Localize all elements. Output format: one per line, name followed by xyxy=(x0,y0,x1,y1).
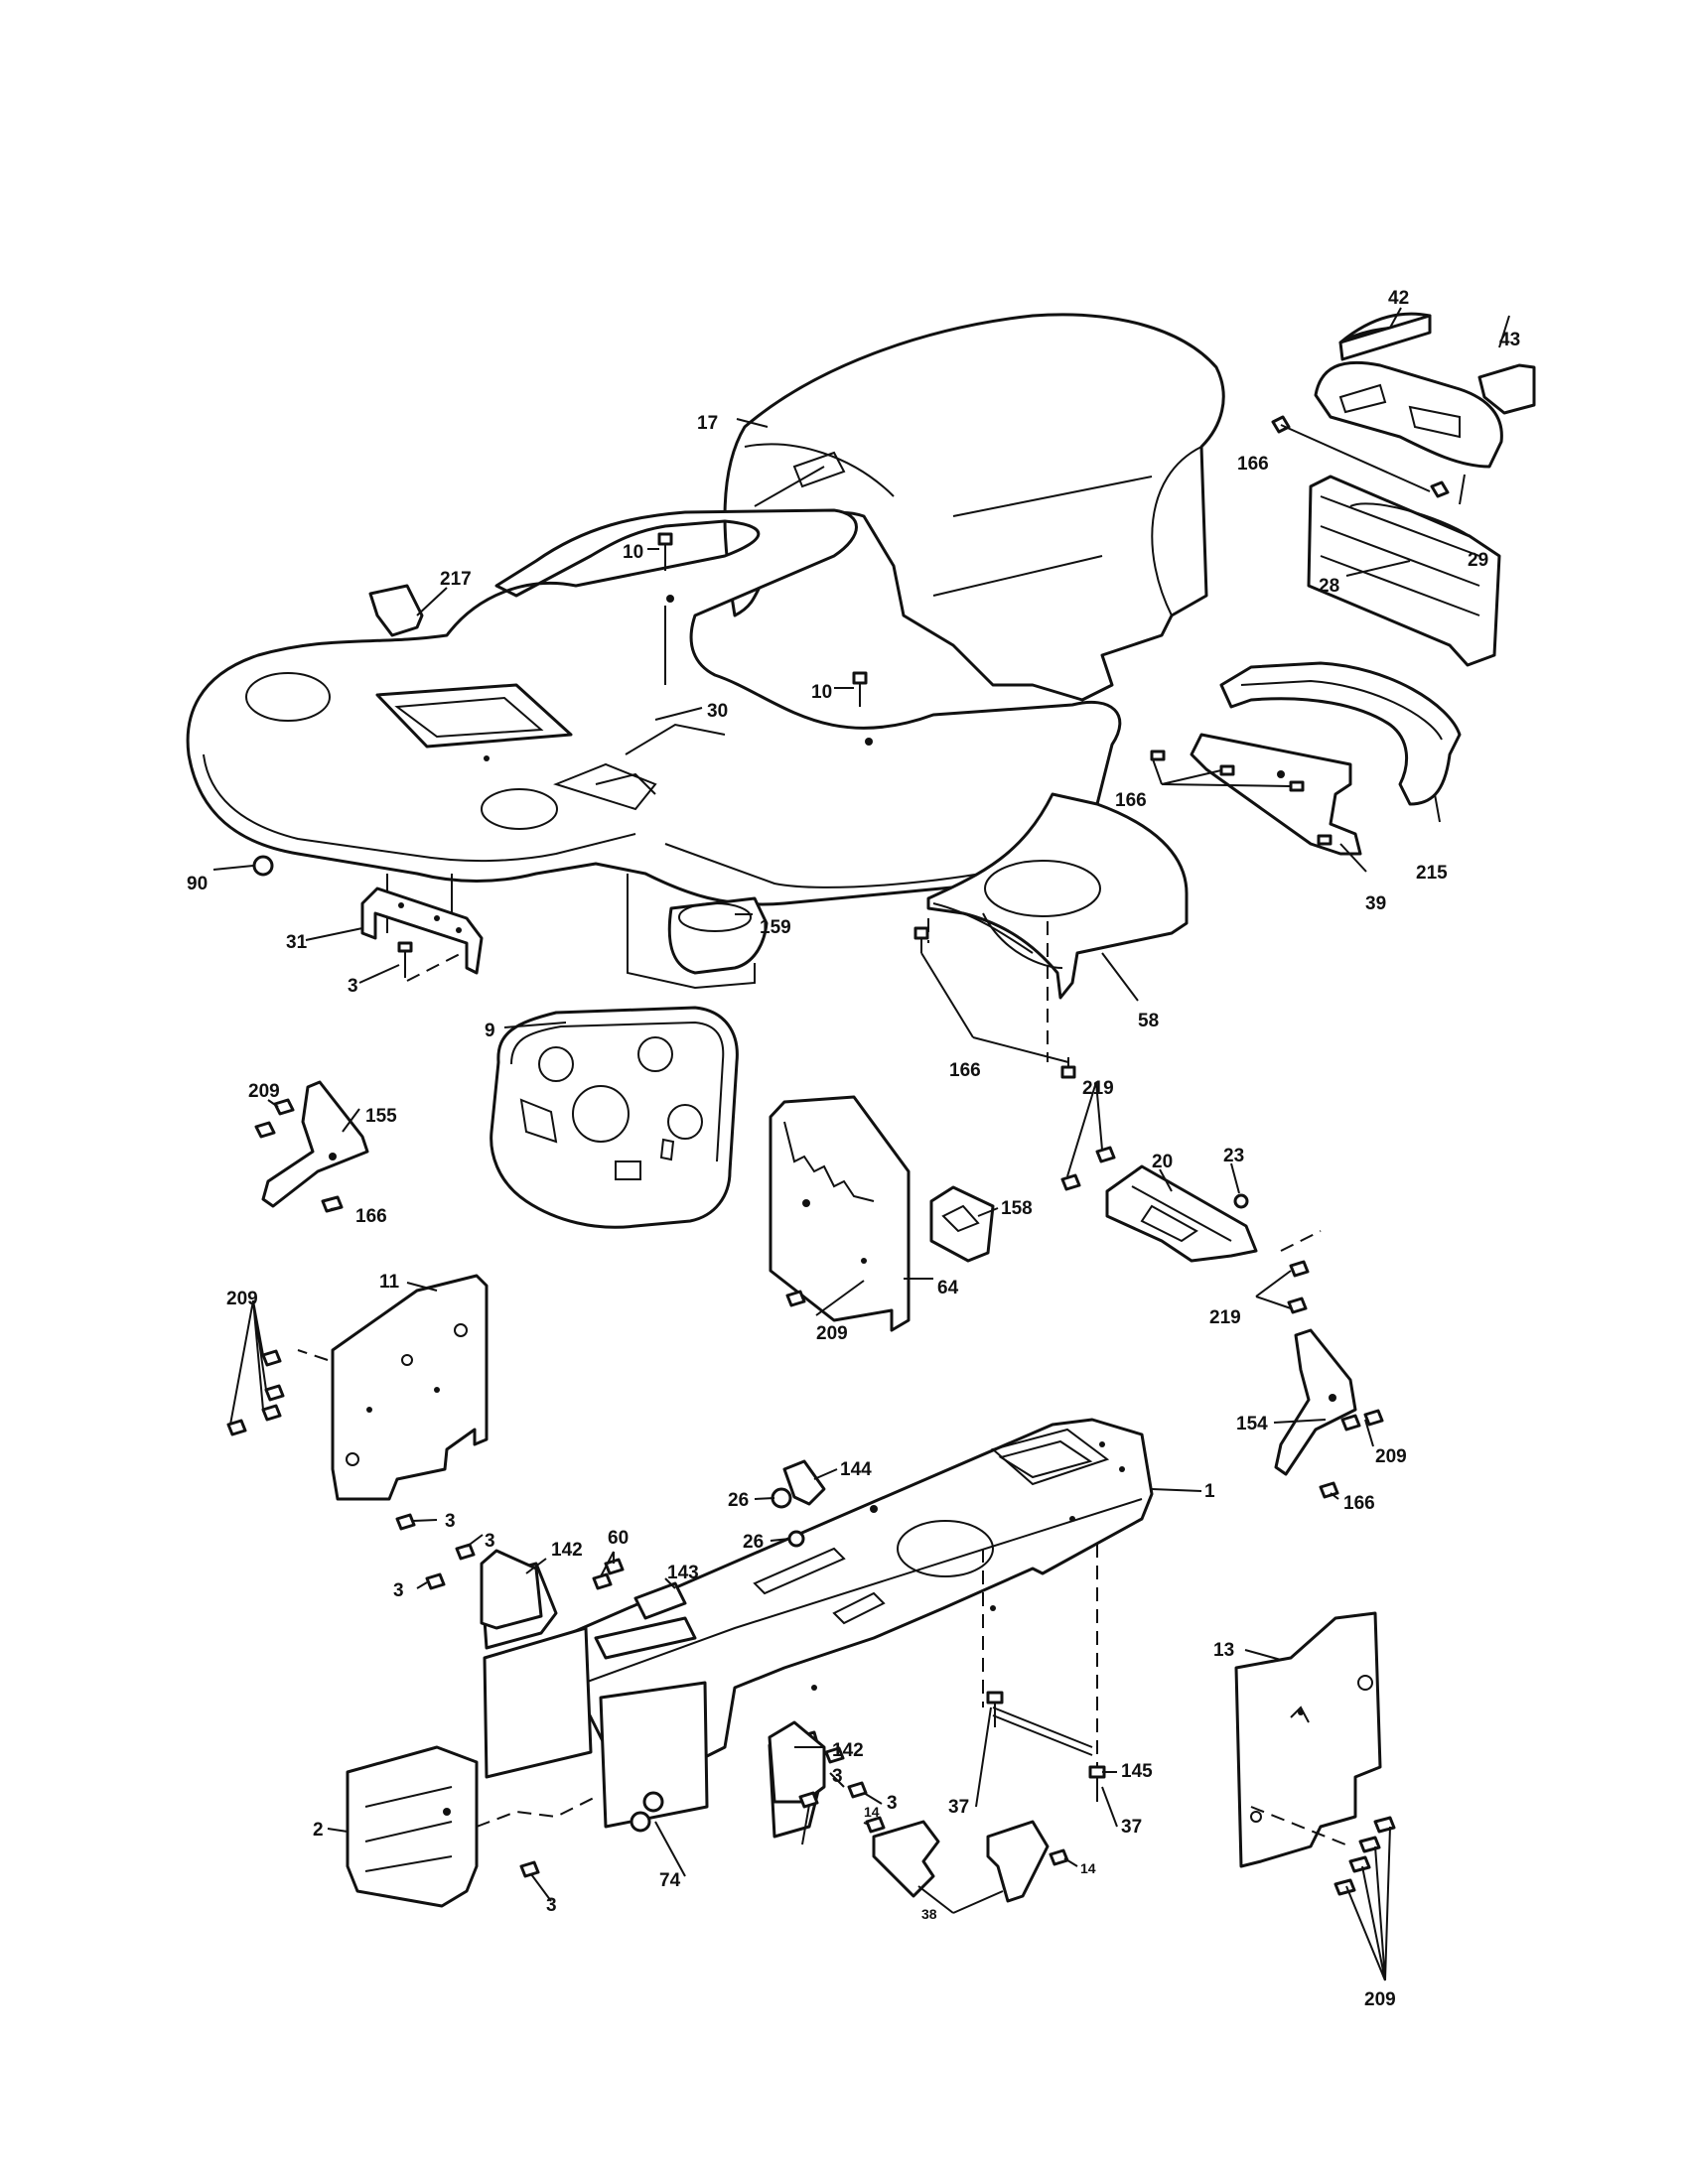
callout-3: 3 xyxy=(887,1793,898,1814)
callout-1: 1 xyxy=(1204,1481,1215,1502)
callout-74: 74 xyxy=(659,1870,681,1891)
callout-38: 38 xyxy=(921,1906,937,1922)
callout-90: 90 xyxy=(187,874,208,894)
callout-31: 31 xyxy=(286,932,308,953)
fender xyxy=(186,508,1122,906)
callout-3: 3 xyxy=(348,976,358,997)
callout-11: 11 xyxy=(379,1272,400,1293)
leader-lines xyxy=(212,307,1510,1981)
callout-26: 26 xyxy=(743,1532,764,1553)
callout-219: 219 xyxy=(1209,1307,1241,1328)
callout-142: 142 xyxy=(551,1540,583,1561)
callout-144: 144 xyxy=(840,1459,872,1480)
plate-20 xyxy=(1105,1164,1258,1263)
callout-13: 13 xyxy=(1213,1640,1234,1661)
callout-166: 166 xyxy=(1237,454,1269,475)
alignment-lines xyxy=(297,918,1351,1847)
callout-154: 154 xyxy=(1236,1414,1268,1434)
front-bumper xyxy=(1190,661,1462,856)
callout-20: 20 xyxy=(1152,1152,1173,1172)
callout-166: 166 xyxy=(1343,1493,1375,1514)
callout-26: 26 xyxy=(728,1490,749,1511)
callout-9: 9 xyxy=(485,1021,495,1041)
callout-209: 209 xyxy=(1364,1989,1396,2010)
callout-37: 37 xyxy=(1121,1817,1142,1838)
side-panel-right xyxy=(1234,1611,1382,1868)
callout-17: 17 xyxy=(697,413,718,434)
callout-215: 215 xyxy=(1416,863,1448,884)
callout-29: 29 xyxy=(1468,550,1488,571)
callout-142: 142 xyxy=(832,1740,864,1761)
main-frame xyxy=(569,1418,1154,1769)
callout-23: 23 xyxy=(1223,1146,1244,1166)
bracket-155 xyxy=(261,1080,369,1208)
callout-158: 158 xyxy=(1001,1198,1033,1219)
callout-10: 10 xyxy=(623,542,643,563)
callout-14: 14 xyxy=(1080,1860,1096,1876)
side-panel-left xyxy=(331,1274,489,1501)
hood xyxy=(723,313,1225,702)
cup-holder xyxy=(667,896,769,975)
fasteners xyxy=(226,415,1450,1896)
callout-labels: 42 43 17 166 29 28 10 217 10 30 166 215 … xyxy=(187,288,1520,2010)
bracket-31 xyxy=(360,887,484,975)
strap-145 xyxy=(992,1706,1093,1756)
callout-143: 143 xyxy=(667,1563,699,1583)
bracket-154 xyxy=(1274,1328,1357,1476)
callout-145: 145 xyxy=(1121,1761,1153,1782)
callout-209: 209 xyxy=(816,1323,848,1344)
callout-30: 30 xyxy=(707,701,728,722)
panel-64 xyxy=(769,1095,995,1332)
callout-3: 3 xyxy=(485,1531,495,1552)
callout-3: 3 xyxy=(832,1766,843,1787)
console-cover xyxy=(926,792,1189,1000)
callout-43: 43 xyxy=(1499,330,1520,350)
callout-42: 42 xyxy=(1388,288,1409,309)
callout-60: 60 xyxy=(608,1528,629,1549)
dash-panel xyxy=(490,1006,739,1229)
brackets-38 xyxy=(872,1820,1050,1903)
callout-2: 2 xyxy=(313,1820,324,1841)
callout-39: 39 xyxy=(1365,893,1386,914)
callout-14: 14 xyxy=(864,1804,880,1820)
callout-58: 58 xyxy=(1138,1011,1159,1031)
callout-209: 209 xyxy=(226,1289,258,1309)
grille-assembly xyxy=(1307,312,1536,667)
callout-209: 209 xyxy=(1375,1446,1407,1467)
callout-3: 3 xyxy=(393,1580,404,1601)
callout-64: 64 xyxy=(937,1278,959,1298)
callout-217: 217 xyxy=(440,569,472,590)
callout-37: 37 xyxy=(948,1797,969,1818)
callout-166: 166 xyxy=(1115,790,1147,811)
callout-3: 3 xyxy=(445,1511,456,1532)
callout-155: 155 xyxy=(365,1106,397,1127)
callout-219: 219 xyxy=(1082,1078,1114,1099)
callout-209: 209 xyxy=(248,1081,280,1102)
callout-166: 166 xyxy=(949,1060,981,1081)
callout-28: 28 xyxy=(1319,576,1339,597)
callout-10: 10 xyxy=(811,682,832,703)
callout-3: 3 xyxy=(546,1895,557,1916)
callout-166: 166 xyxy=(355,1206,387,1227)
callout-159: 159 xyxy=(760,917,791,938)
